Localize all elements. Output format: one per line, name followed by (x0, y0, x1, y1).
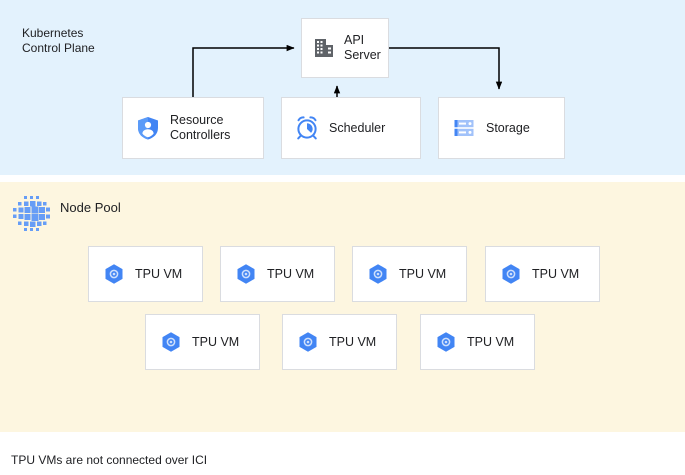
tpu-hexagon-icon (105, 264, 123, 284)
tpu-vm-label: TPU VM (135, 266, 183, 281)
node-cluster-dots-icon (13, 196, 50, 231)
node-box-storage-label: Storage (486, 120, 530, 135)
node-box-resource-controllers-label: Resource Controllers (170, 113, 231, 142)
building-icon (315, 39, 333, 57)
tpu-vm-box[interactable]: TPU VM (220, 246, 335, 302)
node-pool-panel (0, 182, 685, 432)
tpu-vm-box[interactable]: TPU VM (88, 246, 203, 302)
tpu-hexagon-icon (299, 332, 317, 352)
server-rack-icon (454, 120, 474, 136)
tpu-vm-box[interactable]: TPU VM (352, 246, 467, 302)
tpu-hexagon-icon (437, 332, 455, 352)
tpu-vm-label: TPU VM (192, 334, 240, 349)
tpu-vm-box[interactable]: TPU VM (420, 314, 535, 370)
tpu-hexagon-icon (502, 264, 520, 284)
tpu-vm-label: TPU VM (532, 266, 580, 281)
tpu-hexagon-icon (369, 264, 387, 284)
tpu-vm-label: TPU VM (467, 334, 515, 349)
node-pool-title: Node Pool (60, 200, 121, 215)
tpu-vm-label: TPU VM (399, 266, 447, 281)
tpu-hexagon-icon (162, 332, 180, 352)
alarm-clock-icon (297, 116, 317, 140)
node-box-storage[interactable]: Storage (438, 97, 565, 159)
footnote-text: TPU VMs are not connected over ICI (11, 453, 208, 467)
node-box-scheduler-label: Scheduler (329, 120, 386, 135)
node-box-api-server-label: API Server (344, 33, 381, 62)
tpu-vm-box[interactable]: TPU VM (485, 246, 600, 302)
tpu-vm-box[interactable]: TPU VM (145, 314, 260, 370)
control-plane-title: Kubernetes Control Plane (22, 26, 95, 55)
shield-person-icon (138, 117, 158, 140)
node-box-api-server[interactable]: API Server (301, 18, 389, 78)
tpu-vm-label: TPU VM (329, 334, 377, 349)
tpu-vm-box[interactable]: TPU VM (282, 314, 397, 370)
node-box-scheduler[interactable]: Scheduler (281, 97, 421, 159)
tpu-hexagon-icon (237, 264, 255, 284)
node-box-resource-controllers[interactable]: Resource Controllers (122, 97, 264, 159)
tpu-vm-label: TPU VM (267, 266, 315, 281)
